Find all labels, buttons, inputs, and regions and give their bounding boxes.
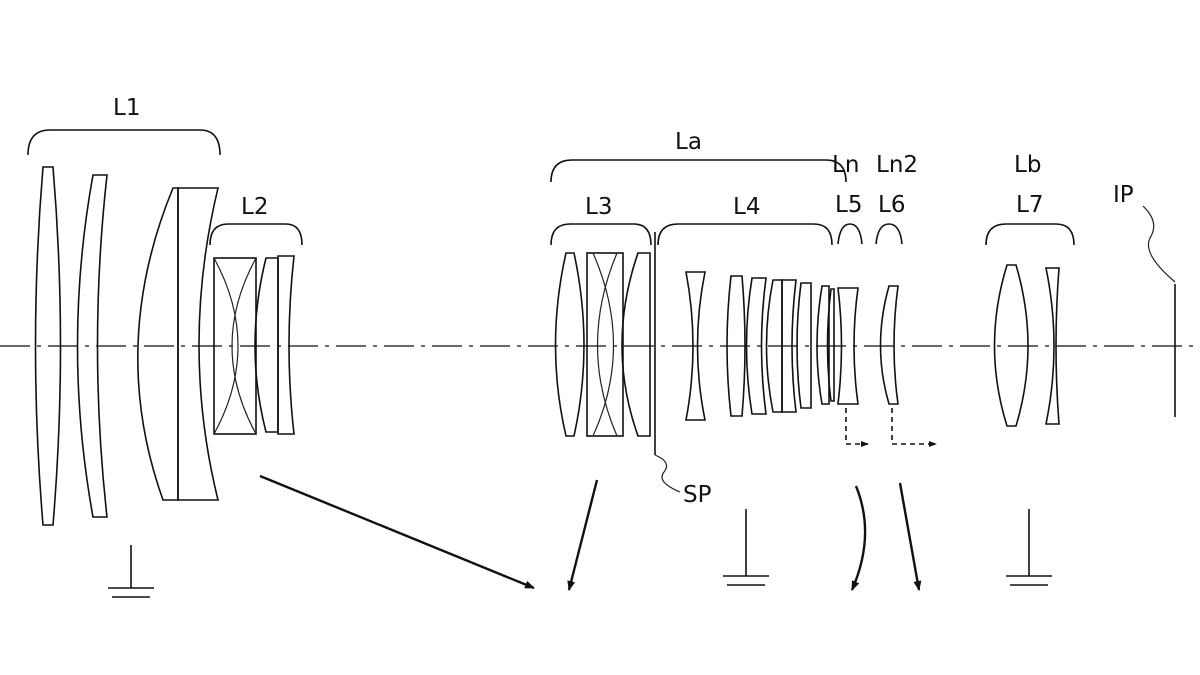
lens-group-l4 <box>685 271 835 421</box>
label-l5: L5 <box>835 192 862 218</box>
label-ip: IP <box>1113 182 1134 208</box>
lens-element <box>726 275 746 417</box>
lens-element <box>826 288 835 402</box>
stop-leader <box>654 454 681 493</box>
lens-element <box>34 166 62 526</box>
bracket-l3 <box>550 223 652 246</box>
lens-element <box>796 282 812 409</box>
lens-element <box>254 257 279 433</box>
motion-arrow-l3 <box>567 479 599 591</box>
motion-arrow-l2 <box>259 474 535 590</box>
ground-symbol-l7 <box>1006 509 1052 586</box>
label-l6: L6 <box>878 192 905 218</box>
motion-arrow-l6 <box>898 482 922 591</box>
lens-element <box>781 279 797 413</box>
label-sp: SP <box>683 482 712 508</box>
bracket-l1 <box>27 129 221 156</box>
lens-element <box>879 285 899 405</box>
bracket-l2 <box>209 223 303 246</box>
lens-element <box>837 287 859 405</box>
label-ln: Ln <box>832 152 859 178</box>
bracket-l4 <box>657 223 833 246</box>
label-l4: L4 <box>733 194 760 220</box>
lens-element <box>745 277 767 415</box>
lens-element <box>586 252 624 437</box>
label-l3: L3 <box>585 194 612 220</box>
lens-element <box>685 271 706 421</box>
lens-element <box>177 187 220 501</box>
lens-element <box>231 257 257 435</box>
bracket-la <box>550 159 847 183</box>
lens-element <box>137 187 179 501</box>
lens-element <box>213 257 239 435</box>
lens-group-l6 <box>879 285 899 405</box>
focus-path-l6 <box>891 408 937 447</box>
label-l1: L1 <box>113 95 140 121</box>
label-la: La <box>675 129 702 155</box>
lens-group-l3 <box>554 252 651 437</box>
lens-element <box>765 279 783 413</box>
lens-element <box>816 285 830 405</box>
lens-element <box>76 174 108 518</box>
lens-element <box>592 252 615 437</box>
lens-element <box>1045 267 1060 425</box>
motion-arrow-l5 <box>850 485 867 591</box>
lens-group-l2 <box>213 255 295 435</box>
image-plane-leader <box>1142 205 1176 283</box>
lens-element <box>993 264 1029 427</box>
bracket-l7 <box>985 223 1075 246</box>
lens-element <box>554 252 585 437</box>
label-ln2: Ln2 <box>876 152 918 178</box>
lens-element <box>621 252 651 437</box>
label-lb: Lb <box>1014 152 1041 178</box>
label-l7: L7 <box>1016 192 1043 218</box>
lens-group-l1 <box>34 166 220 526</box>
focus-path-l5 <box>845 408 869 447</box>
lens-element <box>277 255 295 435</box>
bracket-l5 <box>837 223 863 245</box>
bracket-l6 <box>875 223 903 245</box>
lens-element <box>213 257 257 435</box>
lens-group-l5 <box>837 287 859 405</box>
lens-element <box>596 252 618 437</box>
ground-symbol-l1 <box>108 545 154 598</box>
ground-symbol-l4 <box>723 509 769 586</box>
label-l2: L2 <box>241 194 268 220</box>
lens-group-l7 <box>993 264 1060 427</box>
